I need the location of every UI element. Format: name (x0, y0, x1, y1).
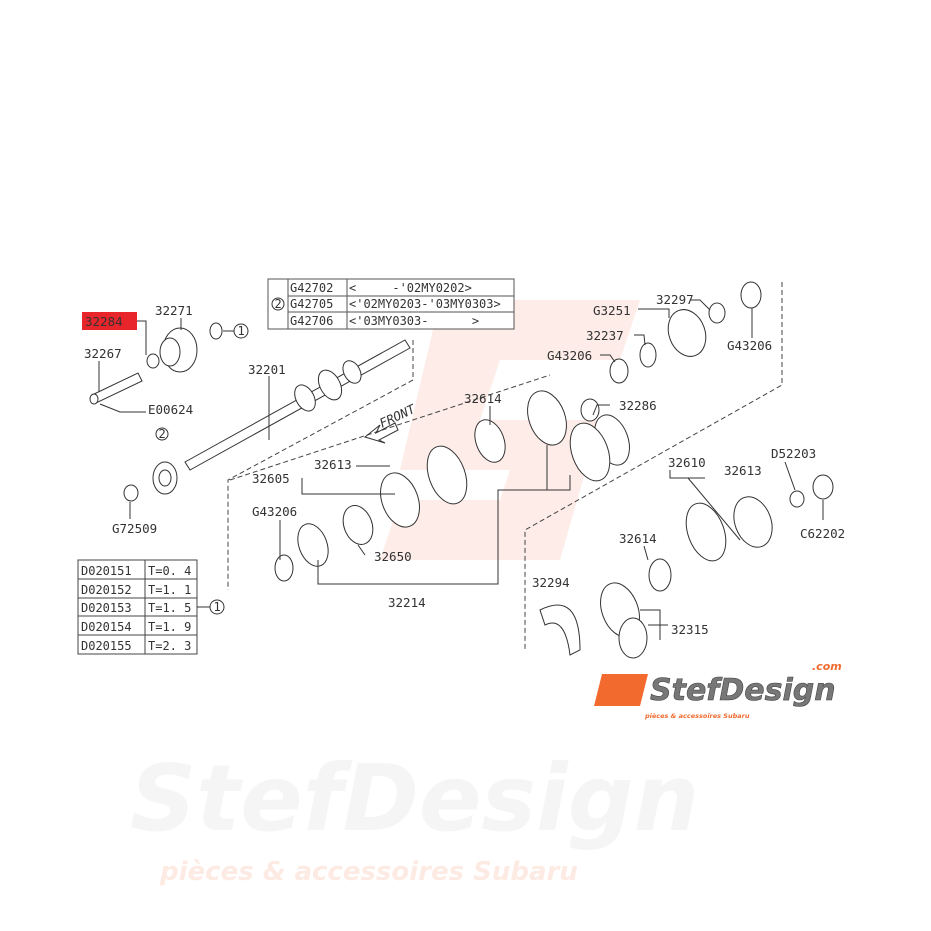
label-32613[interactable]: 32613 (724, 463, 762, 478)
label-32297[interactable]: 32297 (656, 292, 694, 307)
callout-2: 2 (275, 297, 282, 311)
leader-lines (98, 299, 824, 640)
logo-sd-badge (594, 674, 648, 706)
watermark: StefDesign pièces & accessoires Subaru (130, 300, 699, 887)
g-part-table: 2 G42702 < -'02MY0202> G42705 <'02MY0203… (267, 278, 515, 330)
label-32267[interactable]: 32267 (84, 346, 122, 361)
label-32237[interactable]: 32237 (586, 328, 624, 343)
label-32315[interactable]: 32315 (671, 622, 709, 637)
d-table-part: D020154 (81, 620, 132, 634)
d-shim-table: D020151 T=0. 4 D020152 T=1. 1 D020153 T=… (77, 559, 225, 655)
d-table-thickness: T=2. 3 (148, 639, 191, 653)
g-table-part: G42702 (290, 281, 333, 295)
logo-name: StefDesign (650, 673, 836, 708)
logo-tagline: pièces & accessoires Subaru (644, 712, 750, 720)
d-table-thickness: T=1. 1 (148, 583, 191, 597)
main-shaft-assembly: 2 1 (89, 322, 411, 502)
watermark-sd-shape (380, 300, 640, 560)
g-table-range: <'03MY0303- > (349, 314, 479, 328)
label-32201[interactable]: 32201 (248, 362, 286, 377)
dashed-boundary-right (229, 282, 783, 650)
label-g43206[interactable]: G43206 (547, 348, 592, 363)
d-table-thickness: T=0. 4 (148, 564, 191, 578)
label-32605[interactable]: 32605 (252, 471, 290, 486)
counter-gear-assembly (274, 281, 834, 659)
logo-domain: .com (812, 660, 842, 673)
label-g3251[interactable]: G3251 (593, 303, 631, 318)
label-32614[interactable]: 32614 (464, 391, 502, 406)
label-32614[interactable]: 32614 (619, 531, 657, 546)
label-32214[interactable]: 32214 (388, 595, 426, 610)
label-32284[interactable]: 32284 (85, 314, 123, 329)
d-table-thickness: T=1. 5 (148, 601, 191, 615)
highlight-box-32284 (82, 312, 137, 330)
g-table-part: G42705 (290, 297, 333, 311)
d-table-part: D020151 (81, 564, 132, 578)
g-table-part: G42706 (290, 314, 333, 328)
label-32610[interactable]: 32610 (668, 455, 706, 470)
label-32271[interactable]: 32271 (155, 303, 193, 318)
g-table-range: <'02MY0203-'03MY0303> (349, 297, 501, 311)
main-shaft (184, 339, 411, 471)
d-table-thickness: T=1. 9 (148, 620, 191, 634)
label-32613[interactable]: 32613 (314, 457, 352, 472)
watermark-tagline: pièces & accessoires Subaru (159, 857, 578, 887)
d-table-part: D020152 (81, 583, 132, 597)
label-g43206[interactable]: G43206 (727, 338, 772, 353)
label-g43206[interactable]: G43206 (252, 504, 297, 519)
label-32294[interactable]: 32294 (532, 575, 570, 590)
label-e00624[interactable]: E00624 (148, 402, 193, 417)
d-table-part: D020155 (81, 639, 132, 653)
watermark-name: StefDesign (130, 745, 699, 852)
callout-1: 1 (214, 600, 221, 614)
g-table-range: < -'02MY0202> (349, 281, 472, 295)
front-arrow-icon (363, 422, 399, 444)
washer-g72509 (123, 484, 139, 502)
label-32650[interactable]: 32650 (374, 549, 412, 564)
label-g72509[interactable]: G72509 (112, 521, 157, 536)
snap-ring-32294 (539, 604, 581, 656)
label-c62202[interactable]: C62202 (800, 526, 845, 541)
d-table-part: D020153 (81, 601, 132, 615)
dashed-boundary-left (227, 340, 414, 590)
label-d52203[interactable]: D52203 (771, 446, 816, 461)
washer-32284 (146, 353, 160, 369)
callout-2: 2 (159, 427, 166, 441)
label-32286[interactable]: 32286 (619, 398, 657, 413)
stefdesign-logo: StefDesign .com pièces & accessoires Sub… (594, 660, 842, 720)
callout-1: 1 (238, 324, 245, 338)
